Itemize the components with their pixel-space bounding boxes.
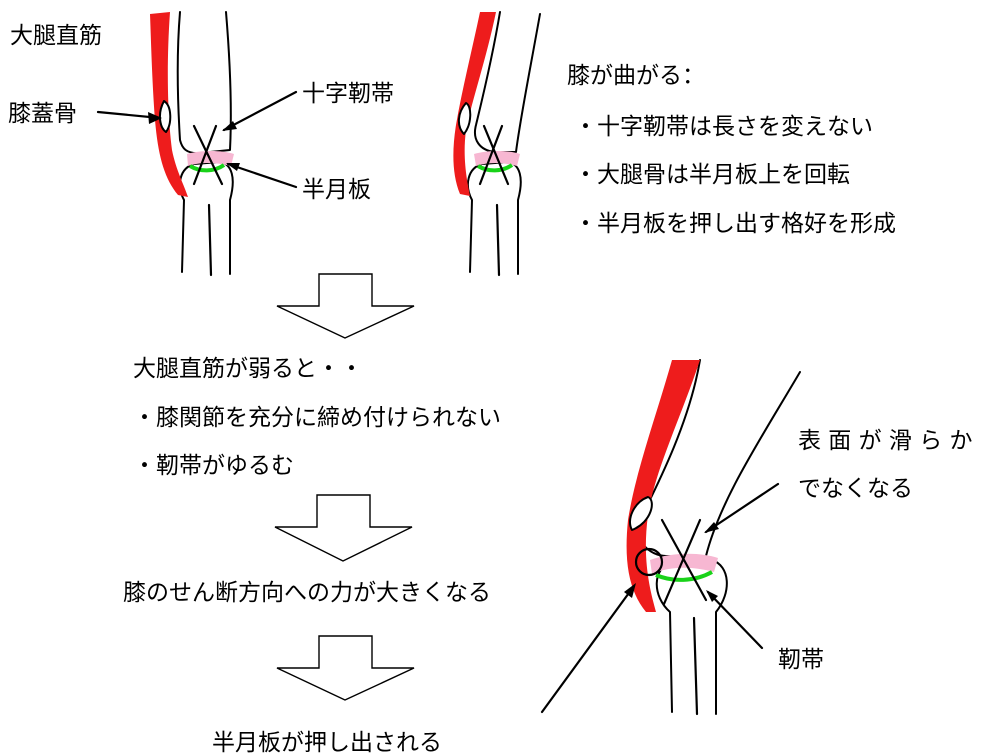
rectus-femoris-muscle-bent <box>453 12 496 196</box>
flow-step-1: 大腿直筋が弱ると・・ <box>133 356 363 382</box>
surface-note-line-1: 表 面 が 滑 ら か <box>798 428 973 454</box>
cross-ligament-mark-icon <box>660 518 708 606</box>
cross-ligament-mark-icon <box>192 124 224 186</box>
meniscus-green-band-deep <box>655 570 713 582</box>
knee-straight <box>150 11 234 277</box>
fibula-line-deep <box>692 616 699 716</box>
fibula-line-bent <box>495 203 501 277</box>
meniscus-pushed-pointer <box>540 584 636 714</box>
tibia-bone-bent <box>466 161 522 275</box>
cross-ligament-mark-icon <box>478 124 510 186</box>
ligament-pointer <box>706 590 764 650</box>
patella-bent <box>458 102 472 135</box>
patella <box>158 100 172 133</box>
tibia-bone <box>178 161 234 275</box>
label-patella: 膝蓋骨 <box>8 101 77 127</box>
label-meniscus: 半月板 <box>302 177 371 203</box>
circle-marker-icon <box>634 547 664 577</box>
rectus-femoris-muscle <box>150 12 188 197</box>
patella-deep <box>629 496 653 531</box>
label-cruciate-ligament: 十字靭帯 <box>302 81 394 107</box>
label-ligament: 靭帯 <box>778 647 824 673</box>
down-arrow-icon <box>276 635 415 701</box>
cruciate-pointer <box>222 90 298 132</box>
pointer-lines <box>96 90 780 714</box>
flow-step-1-point-1: ・膝関節を充分に締め付けられない <box>133 405 501 431</box>
meniscus-green-band-bent <box>476 163 514 173</box>
tibia-bone-deep <box>655 559 728 715</box>
down-arrow-icon <box>276 273 415 339</box>
meniscus-pink-deep <box>650 553 718 574</box>
meniscus-pointer <box>226 162 298 189</box>
knee-bent <box>453 11 541 277</box>
knee-bends-point-1: ・十字靭帯は長さを変えない <box>574 114 873 140</box>
knee-bends-point-3: ・半月板を押し出す格好を形成 <box>574 211 896 237</box>
label-rectus-femoris: 大腿直筋 <box>10 23 102 49</box>
down-arrow-icon <box>274 494 413 562</box>
knee-bends-heading: 膝が曲がる： <box>567 63 705 89</box>
flow-step-2: 膝のせん断方向への力が大きくなる <box>123 580 491 606</box>
flow-step-3: 半月板が押し出される <box>212 730 442 756</box>
femur-bone <box>176 11 232 155</box>
surface-note-line-2: でなくなる <box>798 476 913 502</box>
knee-deep-bend <box>626 359 801 716</box>
flow-step-1-point-2: ・靭帯がゆるむ <box>133 453 294 479</box>
knee-bends-point-2: ・大腿骨は半月板上を回転 <box>574 162 850 188</box>
surface-pointer <box>704 482 780 534</box>
meniscus-green-band <box>188 163 226 173</box>
fibula-line <box>207 203 213 277</box>
femur-bone-bent <box>474 11 541 153</box>
